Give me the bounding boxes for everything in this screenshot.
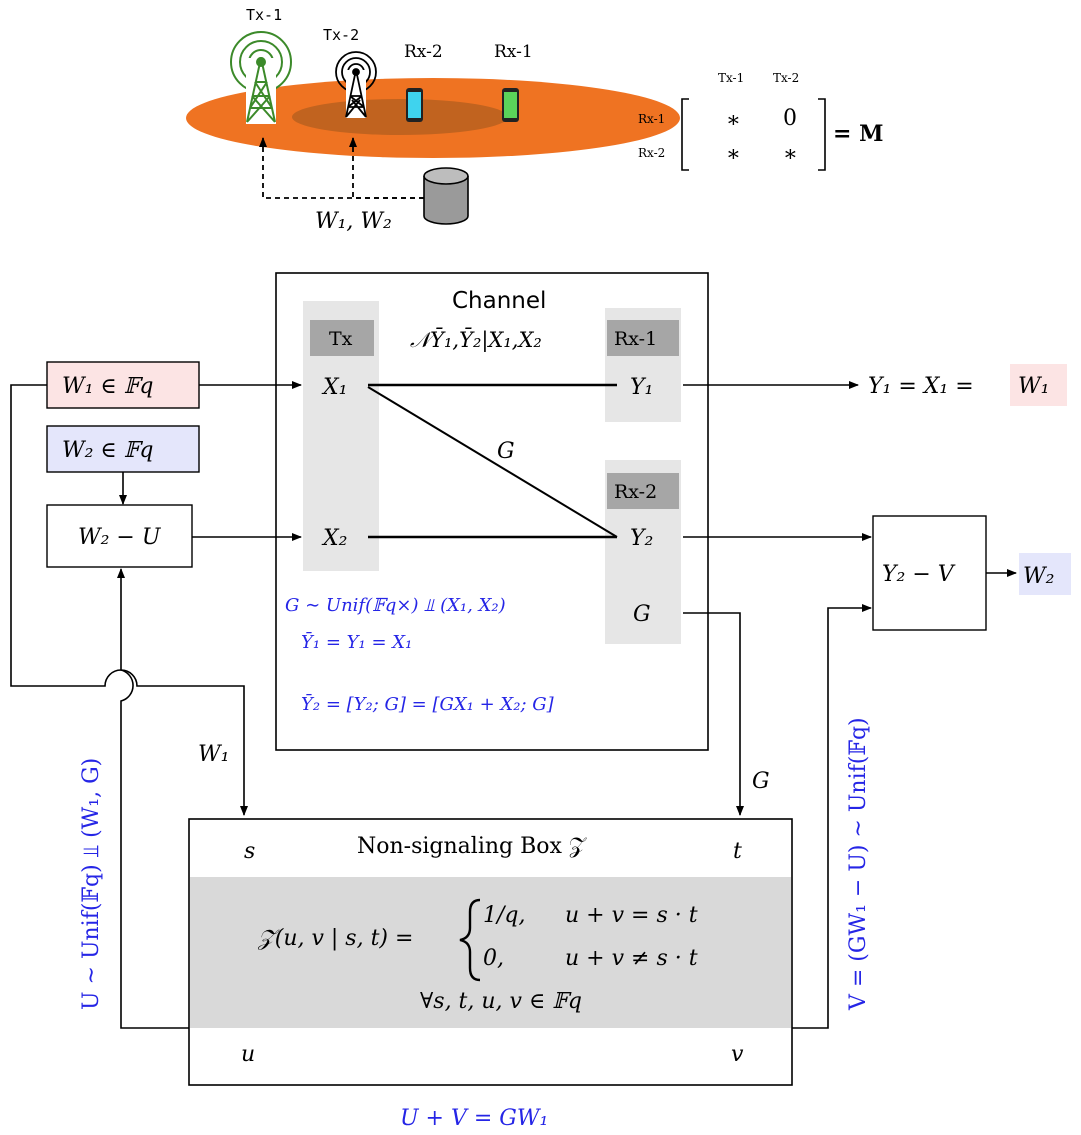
ns-input-t: t <box>733 839 742 864</box>
tx1-tower-icon <box>230 31 292 124</box>
y1-label: Y₁ <box>630 375 653 400</box>
left-encoder: W₁ ∈ 𝔽q W₂ ∈ 𝔽q W₂ − U W₁ U ∼ Unif(𝔽q) ⫫… <box>10 361 302 1029</box>
y2-minus-v-box <box>872 515 987 631</box>
network-illustration: Tx-1 Tx-2 Rx-2 Rx-1 W₁, W <box>186 6 680 234</box>
x1-label: X₁ <box>321 375 347 400</box>
ns-case1-value: 1/q, <box>483 903 526 928</box>
channel-eq-g-dist: G ∼ Unif(𝔽q×) ⫫ (X₁, X₂) <box>285 595 506 616</box>
matrix-m21: ∗ <box>726 142 741 167</box>
ns-bottom-equation: U + V = GW₁ <box>400 1106 548 1131</box>
channel-eq-y2bar: Ȳ₂ = [Y₂; G] = [GX₁ + X₂; G] <box>301 692 555 715</box>
w2-result-box <box>1019 553 1071 595</box>
w1-result-box <box>1010 364 1067 406</box>
rx1-label: Rx-1 <box>494 42 533 62</box>
x2-label: X₂ <box>321 526 347 551</box>
dashed-link-to-tx1 <box>259 137 424 199</box>
tx2-label: Tx-2 <box>323 26 359 44</box>
dashed-link-to-tx2 <box>349 137 424 199</box>
ns-input-s: s <box>244 839 255 864</box>
ns-case2-condition: u + v ≠ s · t <box>565 946 698 971</box>
ns-box-formula-band <box>190 877 791 1028</box>
channel-title: Channel <box>452 288 546 314</box>
w2-minus-u-label: W₂ − U <box>78 525 162 550</box>
y2-minus-v-label: Y₂ − V <box>882 562 956 587</box>
ns-box-title: Non-signaling Box 𝒵 <box>357 834 587 859</box>
ns-formula-brace <box>459 898 481 982</box>
rx2-phone-icon <box>406 88 423 122</box>
non-signaling-box: Non-signaling Box 𝒵 s t u v 𝒵(u, v | s, … <box>188 818 793 1131</box>
channel-eq-y1bar: Ȳ₁ = Y₁ = X₁ <box>301 630 412 653</box>
ns-output-u: u <box>241 1042 255 1067</box>
connectivity-matrix: Tx-1 Tx-2 Rx-1 Rx-2 ∗ 0 ∗ ∗ = M <box>638 71 883 171</box>
matrix-col-tx1: Tx-1 <box>718 71 744 85</box>
ns-case1-condition: u + v = s · t <box>565 903 698 928</box>
link-x1-y2-cross <box>367 386 618 538</box>
w1-result-label: W₁ <box>1018 374 1049 399</box>
tx2-tower-icon <box>335 51 377 118</box>
w1-feed-to-s <box>10 384 248 816</box>
channel-block: Channel 𝒩Ȳ₁,Ȳ₂|X₁,X₂ Tx Rx-1 Rx-2 X₁ X₂ … <box>275 272 709 751</box>
tx1-label: Tx-1 <box>246 6 282 24</box>
w2-source-box <box>46 425 200 473</box>
matrix-rhs: = M <box>833 121 883 147</box>
matrix-m12: 0 <box>783 106 797 131</box>
ns-case2-value: 0, <box>483 946 504 971</box>
ns-quantifier: ∀s, t, u, v ∈ 𝔽q <box>420 989 582 1014</box>
tx-header <box>310 320 374 356</box>
ns-output-v: v <box>731 1042 744 1067</box>
v-distribution-label: V = (GW₁ − U) ∼ Unif(𝔽q) <box>846 717 871 1011</box>
messages-label: W₁, W₂ <box>315 209 392 234</box>
matrix-m11: ∗ <box>726 108 741 133</box>
matrix-row-rx2: Rx-2 <box>638 146 665 160</box>
matrix-m22: ∗ <box>783 142 798 167</box>
y2-label: Y₂ <box>630 526 653 551</box>
database-icon <box>423 167 469 225</box>
w1-source-label: W₁ ∈ 𝔽q <box>62 374 153 399</box>
rx1-phone-icon <box>502 88 519 122</box>
channel-kernel: 𝒩Ȳ₁,Ȳ₂|X₁,X₂ <box>410 328 542 353</box>
matrix-right-bracket <box>818 98 826 171</box>
w1-feed-label: W₁ <box>198 742 229 767</box>
rx2-header <box>607 473 679 509</box>
tx-header-label: Tx <box>329 328 353 350</box>
matrix-col-tx2: Tx-2 <box>773 71 799 85</box>
g-feed-to-t <box>683 612 744 816</box>
ns-formula-lhs: 𝒵(u, v | s, t) = <box>257 926 413 951</box>
coverage-ellipse-inner <box>292 99 508 135</box>
rx2-header-label: Rx-2 <box>614 481 657 503</box>
w2-minus-u-box <box>46 504 193 568</box>
u-distribution-label: U ∼ Unif(𝔽q) ⫫ (W₁, G) <box>79 758 104 1010</box>
matrix-row-rx1: Rx-1 <box>638 112 665 126</box>
rx2-label: Rx-2 <box>404 42 443 62</box>
g-edge-label: G <box>497 439 515 464</box>
g-output-label: G <box>633 602 651 627</box>
rx1-header <box>607 320 679 356</box>
matrix-left-bracket <box>681 98 689 171</box>
w2-source-label: W₂ ∈ 𝔽q <box>62 438 153 463</box>
y1-result-eq: Y₁ = X₁ = <box>868 374 974 399</box>
u-feed-to-sub <box>117 568 245 1029</box>
rx1-header-label: Rx-1 <box>614 328 657 350</box>
w1-source-box <box>46 361 200 409</box>
w2-result-label: W₂ <box>1023 564 1054 589</box>
g-feed-label: G <box>752 769 770 794</box>
